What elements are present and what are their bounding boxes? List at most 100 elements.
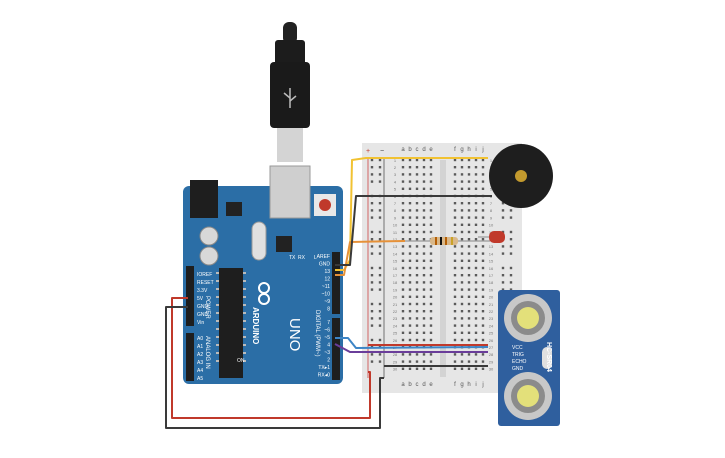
breadboard-hole[interactable] (401, 331, 405, 334)
breadboard-hole[interactable] (453, 180, 457, 183)
rail-hole[interactable] (378, 338, 382, 342)
rail-hole[interactable] (370, 360, 374, 363)
breadboard-hole[interactable] (481, 360, 485, 363)
rail-hole[interactable] (378, 302, 382, 306)
breadboard-hole[interactable] (429, 252, 433, 255)
breadboard-hole[interactable] (467, 245, 471, 248)
breadboard-hole[interactable] (467, 302, 471, 306)
breadboard-hole[interactable] (401, 367, 405, 370)
breadboard-hole[interactable] (460, 302, 464, 306)
breadboard-hole[interactable] (453, 353, 457, 356)
breadboard-hole[interactable] (422, 245, 426, 248)
breadboard-hole[interactable] (467, 173, 471, 176)
breadboard-hole[interactable] (460, 331, 464, 334)
breadboard-hole[interactable] (429, 187, 433, 190)
breadboard-hole[interactable] (429, 281, 433, 284)
breadboard-hole[interactable] (408, 202, 412, 205)
rail-hole[interactable] (509, 274, 513, 277)
breadboard-hole[interactable] (401, 245, 405, 248)
breadboard-hole[interactable] (401, 338, 405, 342)
breadboard-hole[interactable] (481, 281, 485, 284)
breadboard-hole[interactable] (467, 317, 471, 320)
breadboard-hole[interactable] (415, 216, 419, 219)
rail-hole[interactable] (378, 173, 382, 176)
breadboard-hole[interactable] (408, 173, 412, 176)
breadboard-hole[interactable] (408, 288, 412, 291)
breadboard-hole[interactable] (401, 209, 405, 212)
breadboard-hole[interactable] (415, 281, 419, 284)
breadboard-hole[interactable] (474, 331, 478, 334)
rail-hole[interactable] (509, 238, 513, 241)
breadboard-hole[interactable] (460, 230, 464, 234)
rail-hole[interactable] (378, 324, 382, 327)
breadboard-hole[interactable] (453, 187, 457, 190)
rail-hole[interactable] (501, 274, 505, 277)
breadboard-hole[interactable] (401, 158, 405, 162)
rail-hole[interactable] (370, 310, 374, 313)
breadboard-hole[interactable] (415, 180, 419, 183)
breadboard-hole[interactable] (460, 173, 464, 176)
rail-hole[interactable] (370, 266, 374, 270)
rail-hole[interactable] (378, 310, 382, 313)
breadboard-hole[interactable] (408, 324, 412, 327)
breadboard-hole[interactable] (474, 173, 478, 176)
rail-hole[interactable] (370, 281, 374, 284)
breadboard-hole[interactable] (422, 166, 426, 169)
breadboard-hole[interactable] (481, 245, 485, 248)
breadboard-hole[interactable] (408, 274, 412, 277)
rail-hole[interactable] (378, 274, 382, 277)
breadboard-hole[interactable] (474, 317, 478, 320)
breadboard-hole[interactable] (422, 310, 426, 313)
breadboard-hole[interactable] (422, 266, 426, 270)
breadboard-hole[interactable] (467, 288, 471, 291)
breadboard-hole[interactable] (467, 259, 471, 262)
breadboard-hole[interactable] (429, 274, 433, 277)
breadboard-hole[interactable] (481, 338, 485, 342)
rail-hole[interactable] (501, 281, 505, 284)
breadboard-hole[interactable] (474, 230, 478, 234)
breadboard-hole[interactable] (429, 266, 433, 270)
breadboard-hole[interactable] (422, 295, 426, 298)
breadboard-hole[interactable] (408, 209, 412, 212)
breadboard-hole[interactable] (453, 209, 457, 212)
rail-hole[interactable] (378, 353, 382, 356)
breadboard-hole[interactable] (401, 166, 405, 169)
breadboard-hole[interactable] (422, 238, 426, 241)
breadboard-hole[interactable] (467, 266, 471, 270)
breadboard-hole[interactable] (415, 367, 419, 370)
breadboard-hole[interactable] (453, 158, 457, 162)
breadboard-hole[interactable] (408, 245, 412, 248)
breadboard-hole[interactable] (460, 166, 464, 169)
breadboard-hole[interactable] (481, 288, 485, 291)
rail-hole[interactable] (370, 158, 374, 162)
breadboard-hole[interactable] (415, 331, 419, 334)
breadboard-hole[interactable] (415, 288, 419, 291)
breadboard-hole[interactable] (408, 367, 412, 370)
breadboard-hole[interactable] (422, 281, 426, 284)
breadboard-hole[interactable] (467, 331, 471, 334)
breadboard-hole[interactable] (429, 295, 433, 298)
breadboard-hole[interactable] (474, 245, 478, 248)
breadboard-hole[interactable] (453, 302, 457, 306)
breadboard-hole[interactable] (415, 274, 419, 277)
breadboard-hole[interactable] (460, 187, 464, 190)
breadboard-hole[interactable] (467, 252, 471, 255)
breadboard-hole[interactable] (474, 353, 478, 356)
breadboard-hole[interactable] (429, 180, 433, 183)
breadboard-hole[interactable] (481, 166, 485, 169)
breadboard-hole[interactable] (460, 223, 464, 226)
breadboard-hole[interactable] (474, 259, 478, 262)
breadboard-hole[interactable] (415, 266, 419, 270)
breadboard-hole[interactable] (467, 209, 471, 212)
breadboard-hole[interactable] (429, 331, 433, 334)
rail-hole[interactable] (378, 158, 382, 162)
rail-hole[interactable] (370, 216, 374, 219)
breadboard-hole[interactable] (422, 353, 426, 356)
breadboard-hole[interactable] (415, 187, 419, 190)
breadboard-hole[interactable] (429, 202, 433, 205)
breadboard-hole[interactable] (460, 202, 464, 205)
breadboard-hole[interactable] (429, 367, 433, 370)
breadboard-hole[interactable] (408, 238, 412, 241)
breadboard-hole[interactable] (422, 360, 426, 363)
rail-hole[interactable] (509, 230, 513, 234)
